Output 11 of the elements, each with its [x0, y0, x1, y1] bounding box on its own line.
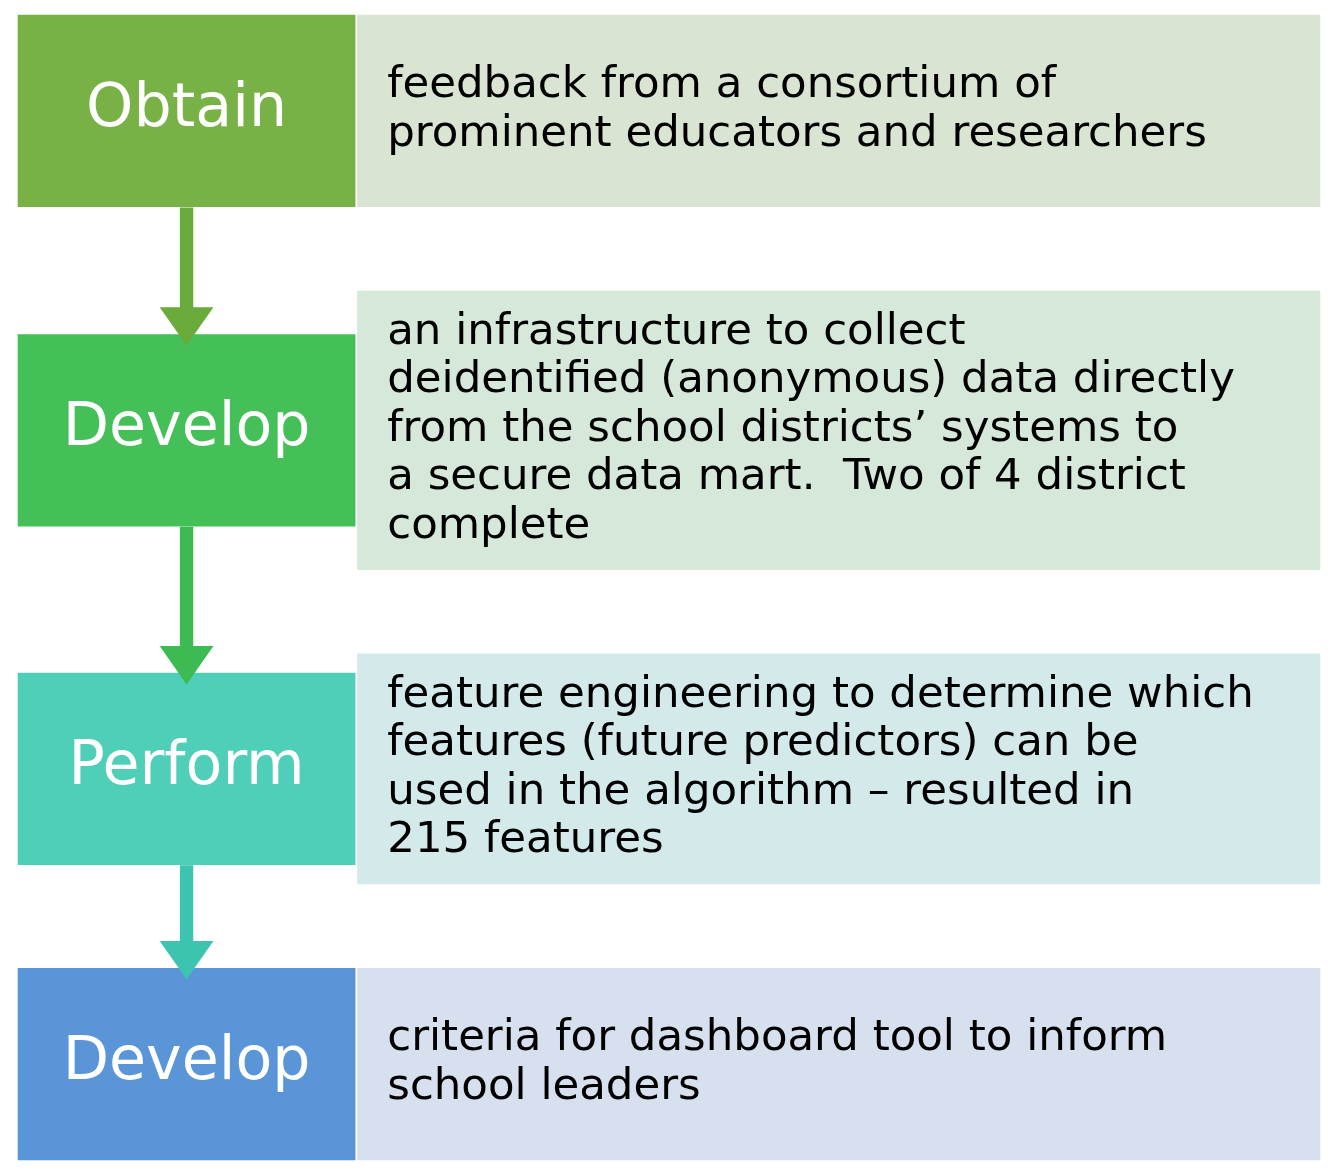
- arrow: [159, 207, 213, 346]
- arrow: [159, 865, 213, 980]
- node-box: Develop: [17, 334, 355, 527]
- node-box: Obtain: [17, 14, 355, 208]
- node-box: Develop: [17, 967, 355, 1161]
- arrow: [159, 526, 213, 685]
- node-box: an infrastructure to collect deidentified (anonymous) data directly from the school districts’ systems to a secure data mart. Two of 4 district complete: [356, 290, 1320, 570]
- node-box: Perform: [17, 672, 355, 866]
- node-box: criteria for dashboard tool to inform school leaders: [356, 967, 1320, 1161]
- node-box: feature engineering to determine which features (future predictors) can be used in the algorithm – resulted in 215 features: [356, 653, 1320, 885]
- node-box: feedback from a consortium of prominent educators and researchers: [356, 14, 1320, 208]
